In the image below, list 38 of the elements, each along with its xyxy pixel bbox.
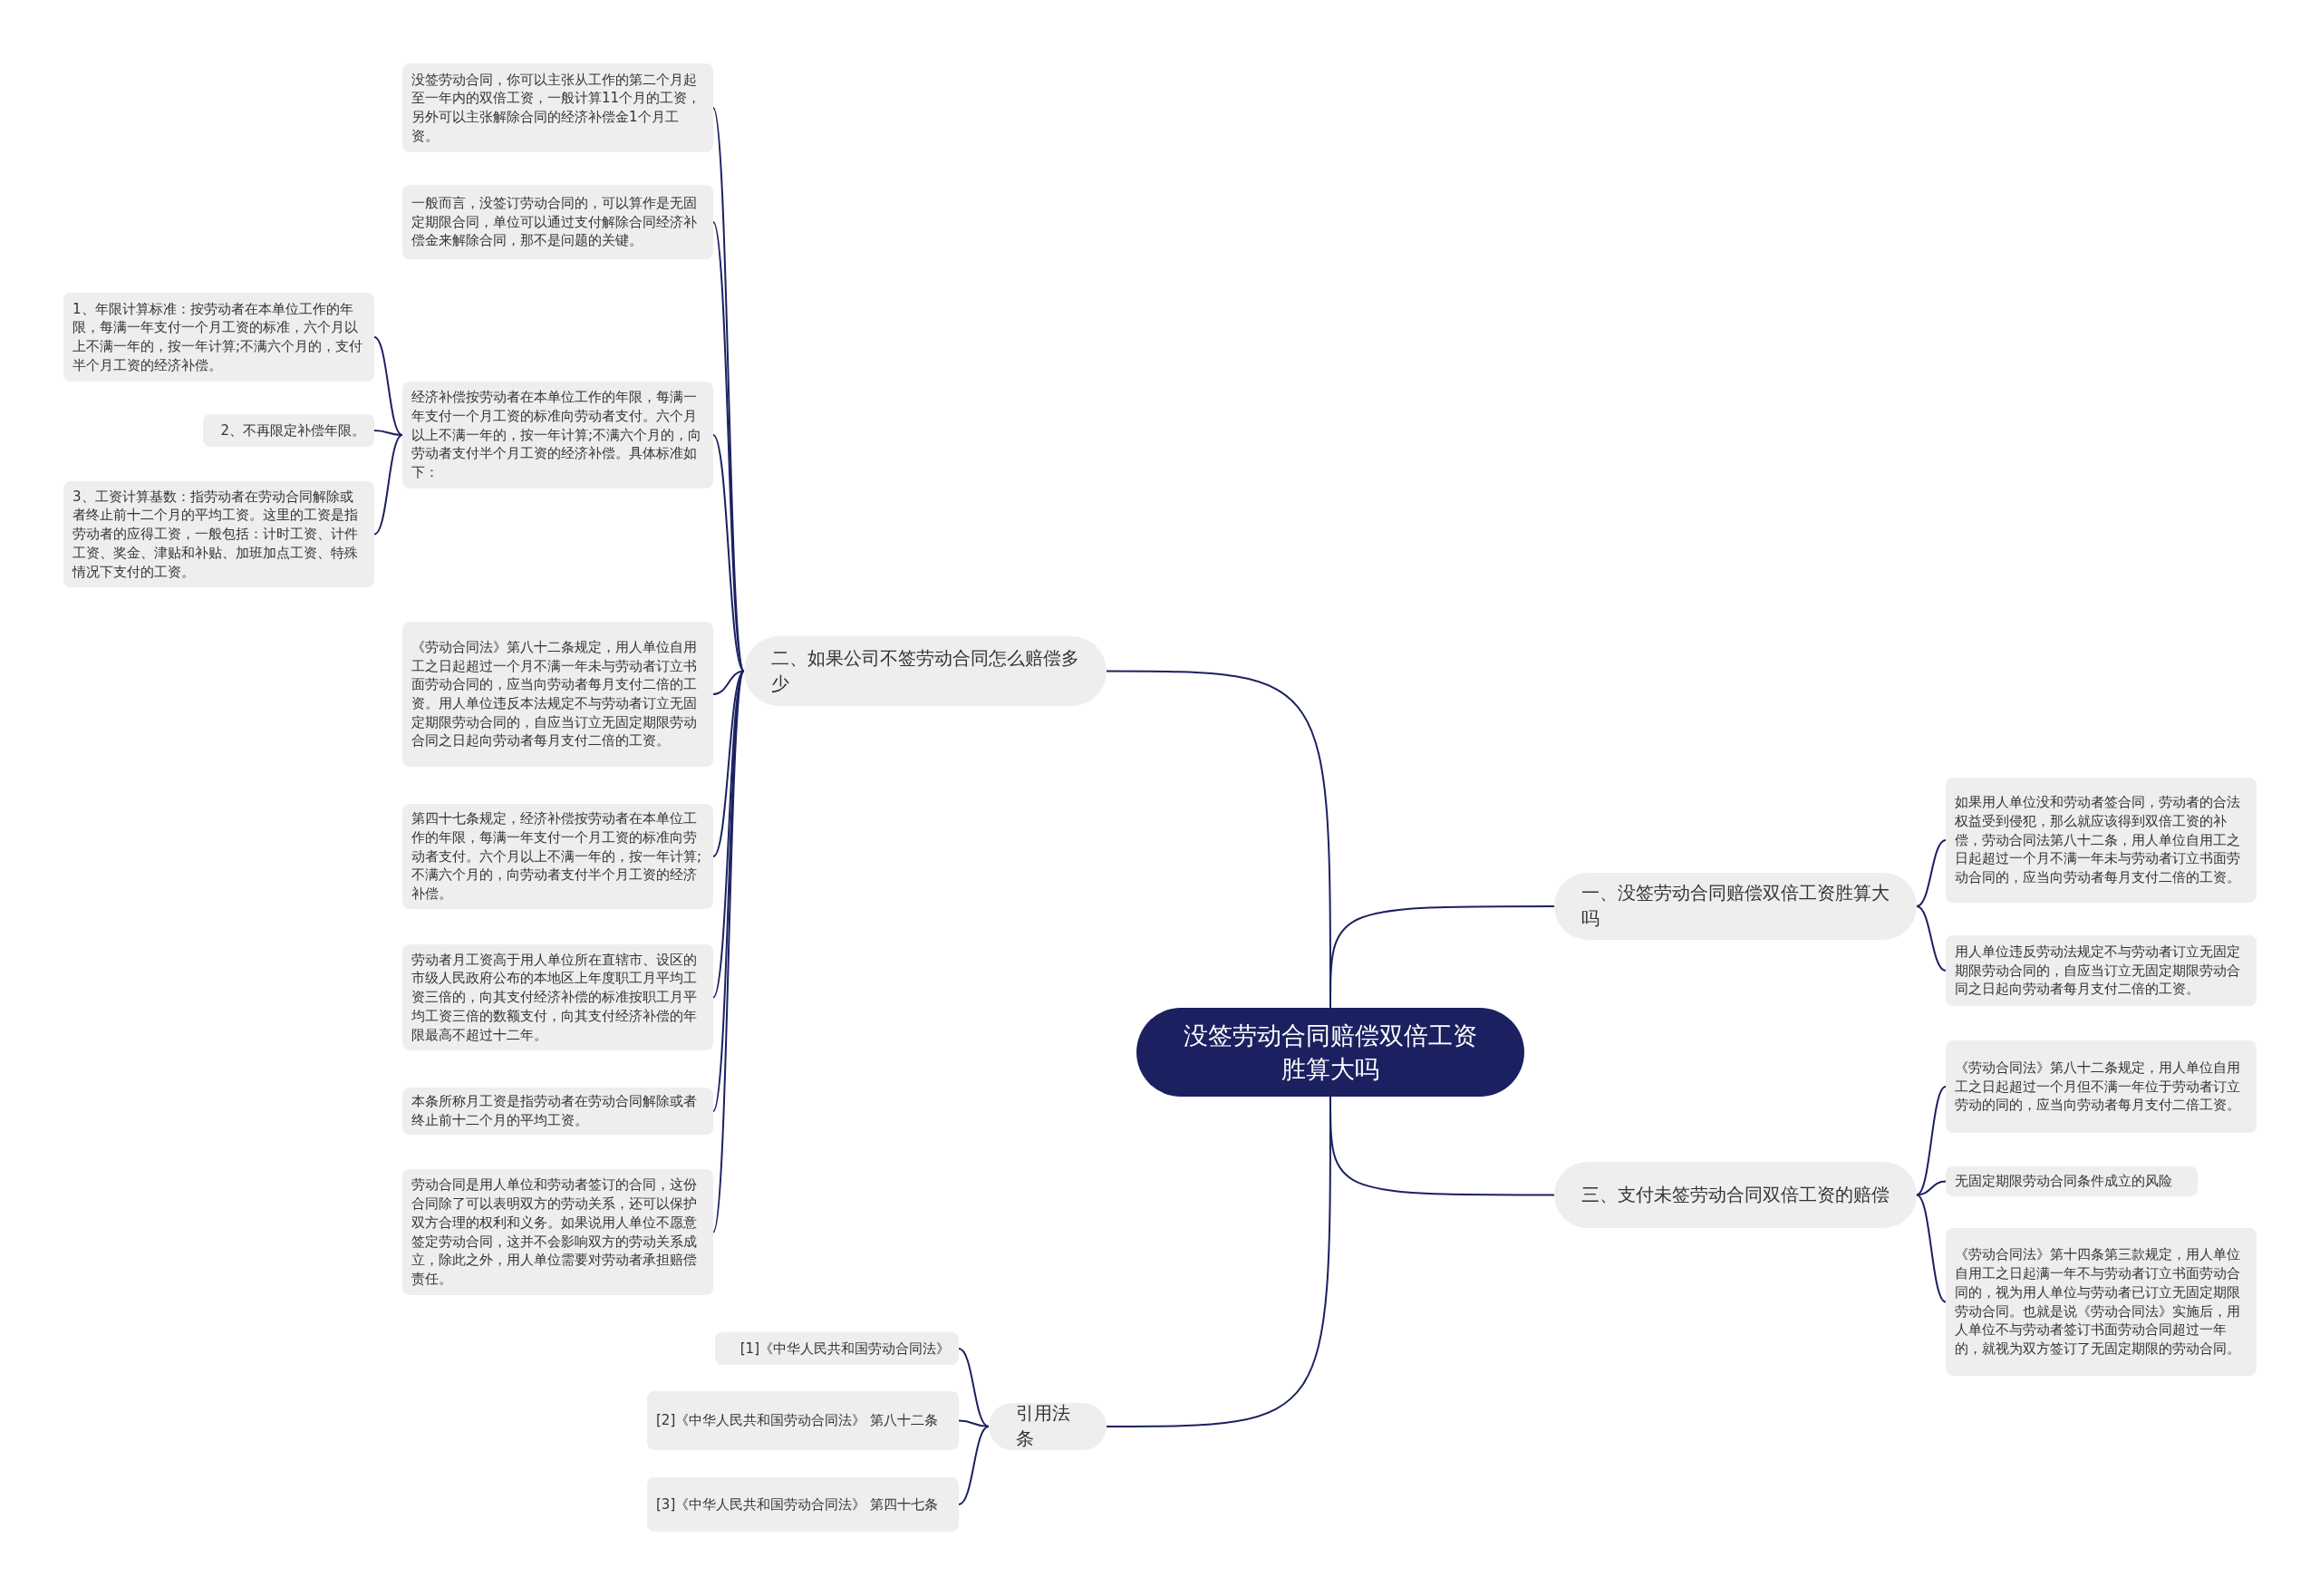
topic-bubble: 一、没签劳动合同赔偿双倍工资胜算大吗 (1554, 873, 1917, 940)
connector-line (373, 430, 403, 436)
connector-line (1916, 1086, 1947, 1196)
connector-line (1916, 905, 1947, 972)
topic-bubble: 二、如果公司不签劳动合同怎么赔偿多少 (744, 636, 1107, 706)
note-box: 本条所称月工资是指劳动者在劳动合同解除或者终止前十二个月的平均工资。 (402, 1088, 713, 1135)
note-box: 3、工资计算基数：指劳动者在劳动合同解除或者终止前十二个月的平均工资。这里的工资是指劳动者的应得工资，一般包括：计时工资、计件工资、奖金、津贴和补贴、加班加点工资、特殊情况下支付的工资。 (63, 481, 374, 587)
note-box: 无固定期限劳动合同条件成立的风险 (1946, 1166, 2198, 1196)
note-box: 如果用人单位没和劳动者签合同，劳动者的合法权益受到侵犯，那么就应该得到双倍工资的补偿，劳动合同法第八十二条，用人单位自用工之日起超过一个月不满一年未与劳动者订立书面劳动合同的，应当向劳动者每月支付二倍的工资。 (1946, 778, 2257, 903)
note-box: 经济补偿按劳动者在本单位工作的年限，每满一年支付一个月工资的标准向劳动者支付。六个月以上不满一年的，按一年计算;不满六个月的，向劳动者支付半个月工资的经济补偿。具体标准如下： (402, 382, 713, 488)
connector-line (958, 1419, 990, 1427)
note-box: 《劳动合同法》第八十二条规定，用人单位自用工之日起超过一个月但不满一年位于劳动者订立劳动的同的，应当向劳动者每月支付二倍工资。 (1946, 1040, 2257, 1133)
note-box: 用人单位违反劳动法规定不与劳动者订立无固定期限劳动合同的，自应当订立无固定期限劳动合同之日起向劳动者每月支付二倍的工资。 (1946, 935, 2257, 1006)
note-box: 一般而言，没签订劳动合同的，可以算作是无固定期限合同，单位可以通过支付解除合同经济补偿金来解除合同，那不是问题的关键。 (402, 185, 713, 259)
note-box: 1、年限计算标准：按劳动者在本单位工作的年限，每满一年支付一个月工资的标准，六个月以上不满一年的，按一年计算;不满六个月的，支付半个月工资的经济补偿。 (63, 293, 374, 382)
connector-line (1916, 1180, 1947, 1196)
note-box: 《劳动合同法》第十四条第三款规定，用人单位自用工之日起满一年不与劳动者订立书面劳动合同的，视为用人单位与劳动者已订立无固定期限劳动合同。也就是说《劳动合同法》实施后，用人单位不与劳动者签订书面劳动合同超过一年的，就视为双方签订了无固定期限的劳动合同。 (1946, 1228, 2257, 1376)
note-box: [3]《中华人民共和国劳动合同法》 第四十七条 (647, 1477, 959, 1532)
connector-line (712, 670, 745, 857)
connector-line (958, 1426, 990, 1505)
note-box: 2、不再限定补偿年限。 (203, 414, 374, 447)
note-box: [2]《中华人民共和国劳动合同法》 第八十二条 (647, 1391, 959, 1450)
connector-line (712, 670, 745, 695)
topic-bubble: 引用法条 (989, 1403, 1107, 1450)
connector-line (1916, 839, 1947, 907)
connector-line (1916, 1194, 1947, 1303)
connector-line (373, 336, 403, 436)
central-topic: 没签劳动合同赔偿双倍工资胜算大吗 (1136, 1008, 1524, 1097)
note-box: 第四十七条规定，经济补偿按劳动者在本单位工作的年限，每满一年支付一个月工资的标准向劳动者支付。六个月以上不满一年的，按一年计算;不满六个月的，向劳动者支付半个月工资的经济补偿。 (402, 804, 713, 909)
note-box: [1]《中华人民共和国劳动合同法》 (715, 1332, 959, 1365)
note-box: 劳动者月工资高于用人单位所在直辖市、设区的市级人民政府公布的本地区上年度职工月平均工资三倍的，向其支付经济补偿的标准按职工月平均工资三倍的数额支付，向其支付经济补偿的年限最高不超过十二年。 (402, 944, 713, 1050)
connector-line (373, 434, 403, 536)
note-box: 《劳动合同法》第八十二条规定，用人单位自用工之日起超过一个月不满一年未与劳动者订立书面劳动合同的，应当向劳动者每月支付二倍的工资。用人单位违反本法规定不与劳动者订立无固定期限劳动合同的，自应当订立无固定期限劳动合同之日起向劳动者每月支付二倍的工资。 (402, 622, 713, 767)
connector-line (712, 434, 745, 672)
connector-line (958, 1348, 990, 1427)
topic-bubble: 三、支付未签劳动合同双倍工资的赔偿 (1554, 1162, 1917, 1228)
note-box: 劳动合同是用人单位和劳动者签订的合同，这份合同除了可以表明双方的劳动关系，还可以保护双方合理的权利和义务。如果说用人单位不愿意签定劳动合同，这并不会影响双方的劳动关系成立，除此之外，用人单位需要对劳动者承担赔偿责任。 (402, 1169, 713, 1295)
note-box: 没签劳动合同，你可以主张从工作的第二个月起至一年内的双倍工资，一般计算11个月的工资，另外可以主张解除合同的经济补偿金1个月工资。 (402, 63, 713, 152)
